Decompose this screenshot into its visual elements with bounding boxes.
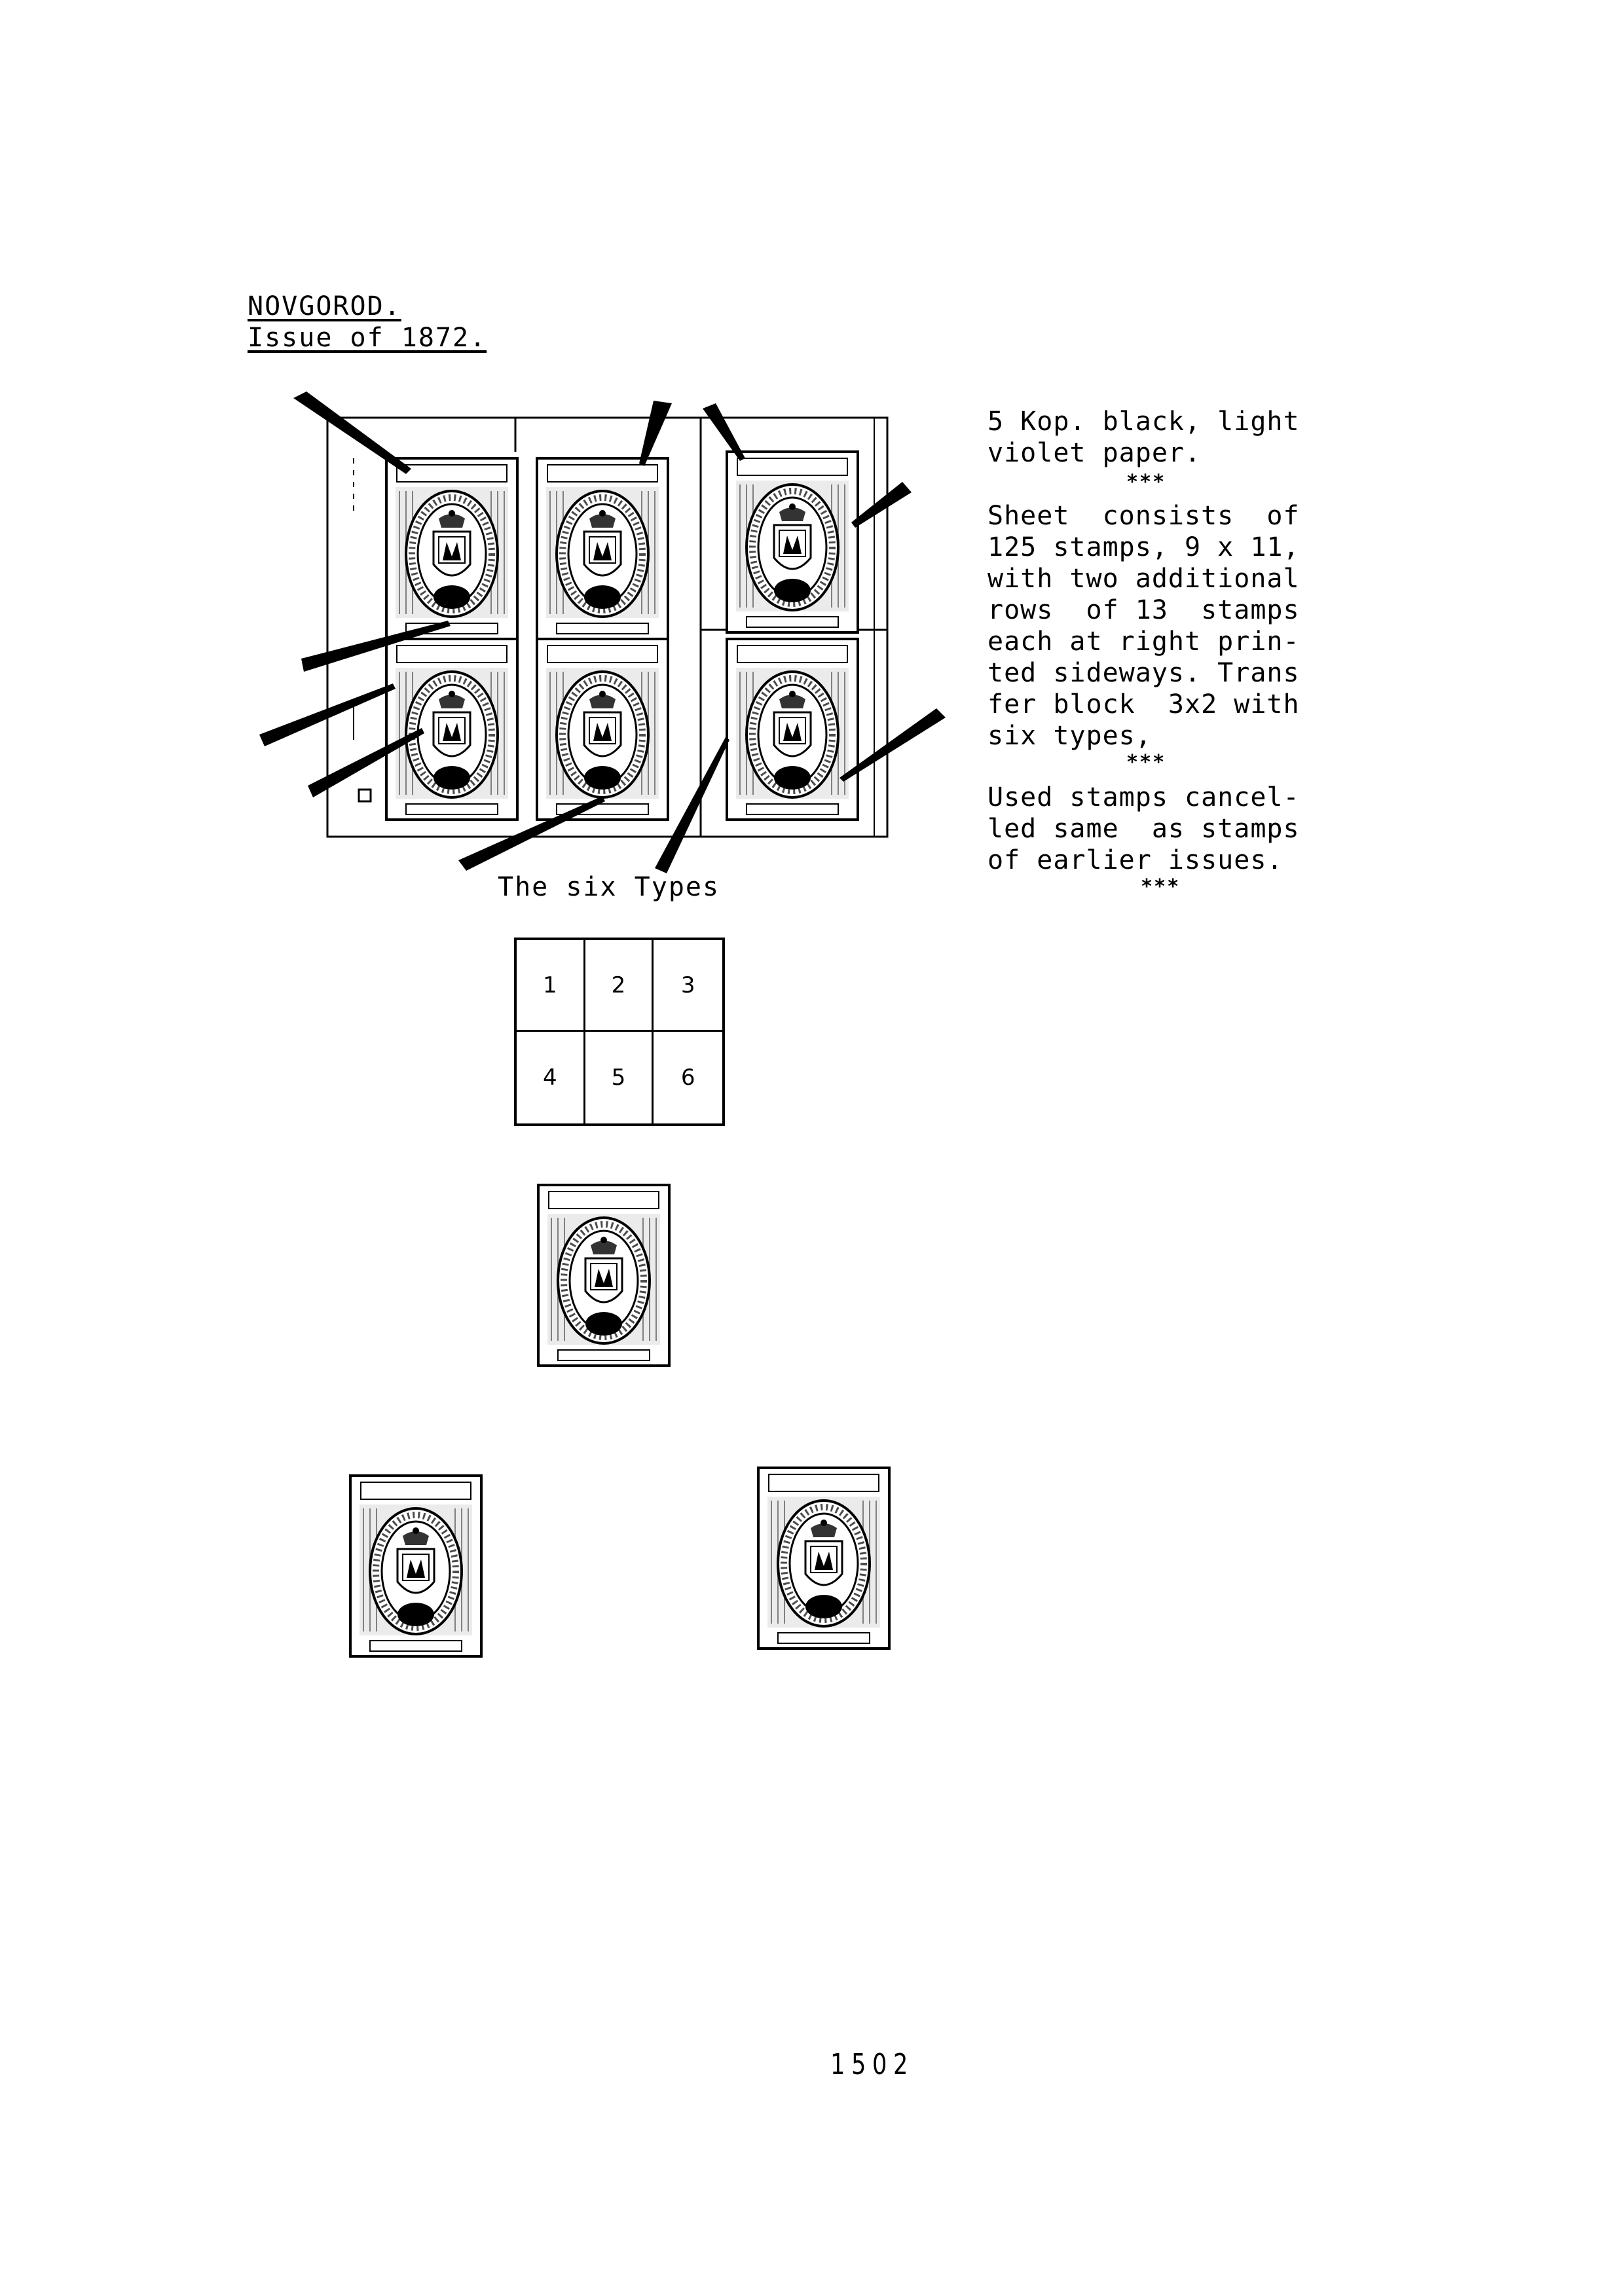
separator-2: *** [1126, 751, 1166, 774]
stamp-type-1 [386, 458, 517, 639]
stamp-type-5 [537, 639, 668, 820]
single-stamp-left [350, 1476, 481, 1656]
type-cell: 4 [517, 1032, 585, 1123]
page-title: NOVGOROD. [248, 291, 401, 321]
stamp-type-4 [386, 639, 517, 820]
stamp-type-6 [727, 639, 858, 820]
types-grid: 1 2 3 4 5 6 [514, 938, 725, 1126]
cancellation-note: Used stamps cancel- led same as stamps o… [987, 782, 1300, 875]
types-caption: The six Types [498, 872, 720, 902]
issue-subtitle: Issue of 1872. [248, 323, 487, 353]
stamp-description: 5 Kop. black, light violet paper. [987, 407, 1300, 468]
sheet-description: Sheet consists of 125 stamps, 9 x 11, wi… [987, 501, 1300, 751]
type-cell: 1 [517, 940, 585, 1032]
type-cell: 6 [680, 1065, 695, 1091]
type-cell: 2 [585, 940, 654, 1032]
pointer-arrows [259, 392, 946, 873]
separator-3: *** [1141, 875, 1181, 898]
single-stamp-center [538, 1185, 669, 1366]
single-stamp-right [758, 1468, 889, 1649]
page-number: 1502 [830, 2048, 914, 2081]
sheet-block [326, 416, 889, 838]
type-cell: 3 [654, 940, 722, 1032]
stamp-type-2 [537, 458, 668, 639]
stamp-type-3 [727, 452, 858, 632]
separator-1: *** [1126, 471, 1166, 494]
type-cell: 5 [585, 1032, 654, 1123]
